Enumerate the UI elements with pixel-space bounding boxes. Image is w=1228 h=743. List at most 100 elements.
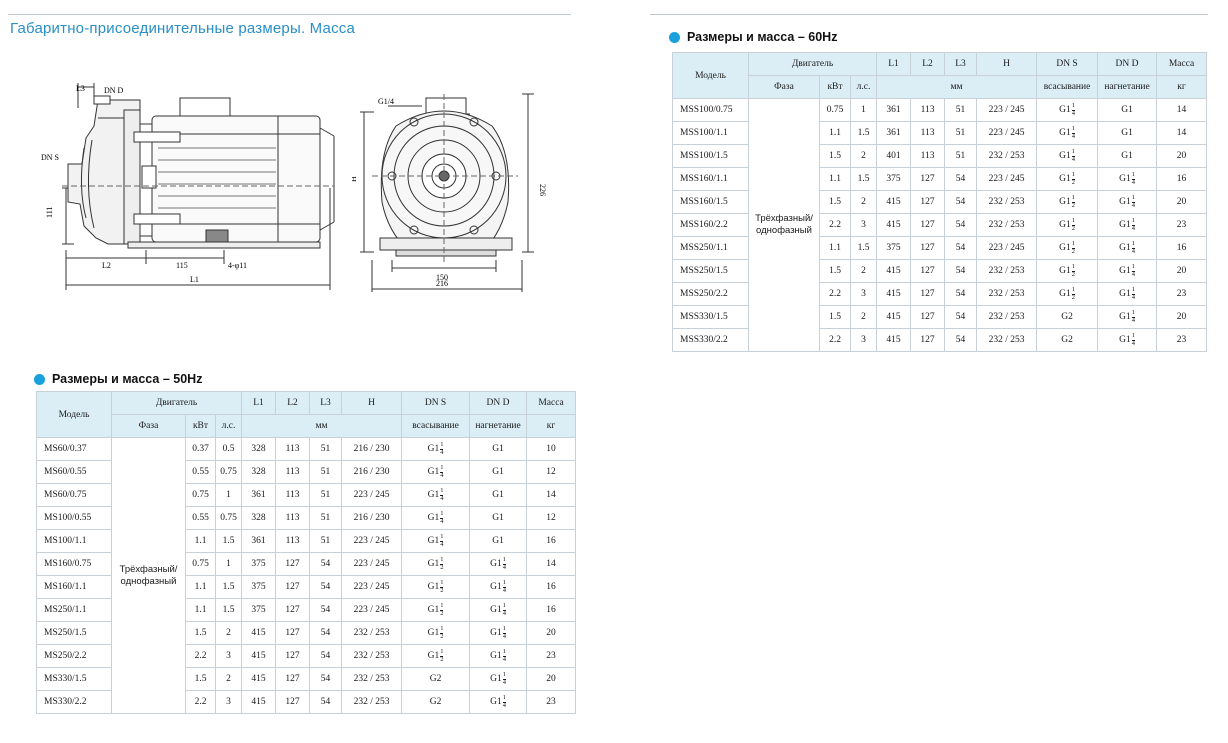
cell-mass: 20: [526, 667, 577, 691]
cell-l2: 113: [275, 529, 311, 553]
cell-l3: 54: [309, 621, 343, 645]
cell-model: MSS160/1.5: [672, 190, 749, 214]
cell-mass: 14: [1156, 98, 1208, 122]
cell-kw: 2.2: [819, 282, 851, 306]
cell-hp: 1.5: [214, 529, 243, 553]
cell-mass: 14: [526, 552, 577, 576]
cell-l1: 415: [241, 621, 277, 645]
cell-dnd: G1: [469, 506, 528, 530]
cell-l1: 328: [241, 460, 277, 484]
cell-hp: 2: [849, 190, 878, 214]
cell-l3: 51: [309, 529, 343, 553]
cell-l2: 113: [275, 506, 311, 530]
cell-model: MS100/0.55: [36, 506, 112, 530]
cell-mass: 23: [526, 644, 577, 668]
col-l1: L1: [241, 391, 277, 415]
col-h: H: [976, 52, 1038, 76]
col-motor: Двигатель: [110, 391, 243, 415]
cell-h: 232 / 253: [976, 213, 1038, 237]
cell-model: MSS250/1.5: [672, 259, 749, 283]
cell-l1: 361: [241, 483, 277, 507]
cell-l2: 127: [275, 552, 311, 576]
cell-l2: 127: [275, 644, 311, 668]
cell-mass: 23: [526, 690, 577, 714]
cell-mass: 23: [1156, 282, 1208, 306]
cell-mass: 16: [1156, 236, 1208, 260]
section-title-60hz-text: Размеры и масса – 60Hz: [687, 30, 838, 44]
cell-l2: 127: [910, 190, 946, 214]
col-phase: Фаза: [111, 414, 186, 438]
cell-mass: 20: [1156, 144, 1208, 168]
cell-mass: 16: [1156, 167, 1208, 191]
cell-kw: 0.75: [185, 552, 216, 576]
col-mm: мм: [876, 75, 1038, 99]
cell-h: 216 / 230: [341, 437, 403, 461]
cell-hp: 3: [849, 213, 878, 237]
label-216: 216: [436, 279, 448, 288]
cell-model: MSS160/1.1: [672, 167, 749, 191]
cell-model: MSS100/1.5: [672, 144, 749, 168]
cell-mass: 20: [1156, 259, 1208, 283]
cell-kw: 2.2: [819, 328, 851, 352]
cell-model: MSS160/2.2: [672, 213, 749, 237]
cell-hp: 2: [214, 621, 243, 645]
cell-hp: 2: [849, 144, 878, 168]
label-dn-s: DN S: [41, 153, 59, 162]
cell-l1: 361: [876, 98, 912, 122]
cell-hp: 1.5: [214, 575, 243, 599]
cell-dns: G2: [401, 690, 471, 714]
col-l3: L3: [309, 391, 343, 415]
cell-hp: 1.5: [849, 121, 878, 145]
col-discharge: нагнетание: [1097, 75, 1158, 99]
cell-kw: 1.1: [819, 236, 851, 260]
cell-model: MS330/2.2: [36, 690, 112, 714]
cell-mass: 20: [526, 621, 577, 645]
cell-l1: 415: [876, 190, 912, 214]
cell-l1: 401: [876, 144, 912, 168]
col-dnd: DN D: [1097, 52, 1158, 76]
col-hp: л.с.: [214, 414, 243, 438]
cell-hp: 0.75: [214, 460, 243, 484]
cell-l1: 415: [876, 282, 912, 306]
cell-l1: 328: [241, 437, 277, 461]
cell-hp: 2: [849, 259, 878, 283]
cell-model: MSS250/1.1: [672, 236, 749, 260]
label-115: 115: [176, 261, 188, 270]
cell-l3: 54: [309, 690, 343, 714]
cell-kw: 1.5: [819, 305, 851, 329]
cell-l1: 361: [876, 121, 912, 145]
cell-hp: 1: [849, 98, 878, 122]
cell-l3: 54: [309, 667, 343, 691]
col-kg: кг: [1156, 75, 1208, 99]
label-l1: L1: [190, 275, 199, 284]
cell-l2: 127: [275, 598, 311, 622]
